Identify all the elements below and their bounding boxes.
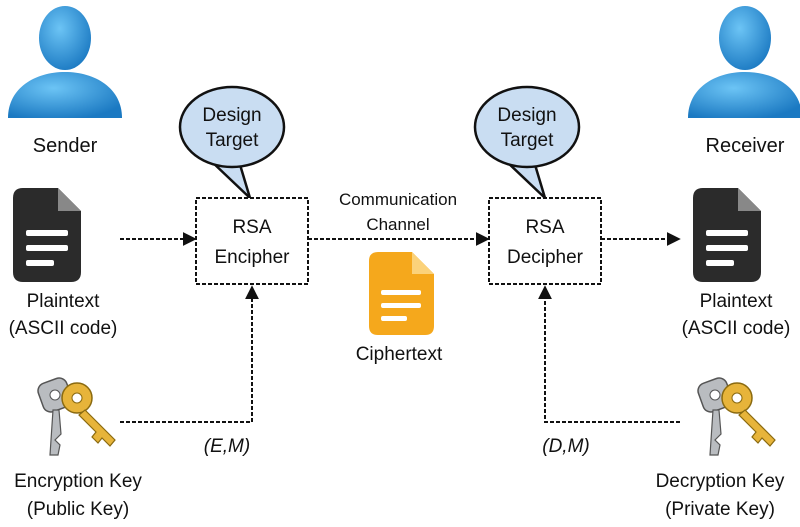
design-target-right-line2: Target [501,130,555,151]
receiver-label: Receiver [706,135,785,157]
decipher-line1: RSA [525,217,564,238]
arrow-encryption-key [120,285,259,423]
plaintext-left-line1: Plaintext [27,291,101,312]
plaintext-right-line1: Plaintext [700,291,774,312]
design-target-right-line1: Design [497,105,556,126]
decryption-key-icon [697,377,776,456]
channel-line2: Channel [366,215,429,234]
design-target-bubble-right [473,85,581,203]
receiver-person-icon [688,6,800,118]
encryption-key-param: (E,M) [204,436,250,457]
ciphertext-label: Ciphertext [356,344,443,365]
encryption-key-line1: Encryption Key [14,471,142,492]
decryption-key-line2: (Private Key) [665,499,775,520]
channel-line1: Communication [339,190,457,209]
decryption-key-line1: Decryption Key [656,471,785,492]
design-target-left-line1: Design [202,105,261,126]
plaintext-right-document-icon [693,188,761,282]
decryption-key-param: (D,M) [542,436,589,457]
ciphertext-document-icon [369,252,434,335]
decipher-line2: Decipher [507,247,584,268]
design-target-left-line2: Target [206,130,260,151]
rsa-decipher-box [488,197,602,285]
plaintext-left-document-icon [13,188,81,282]
encryption-key-line2: (Public Key) [27,499,129,520]
sender-person-icon [8,6,122,118]
plaintext-left-line2: (ASCII code) [9,318,118,339]
rsa-encipher-box [195,197,309,285]
plaintext-right-line2: (ASCII code) [682,318,791,339]
design-target-bubble-left [178,85,286,203]
encryption-key-icon [37,377,116,456]
encipher-line2: Encipher [215,247,291,268]
encipher-line1: RSA [232,217,271,238]
sender-label: Sender [33,135,98,157]
arrow-decryption-key [538,285,680,423]
